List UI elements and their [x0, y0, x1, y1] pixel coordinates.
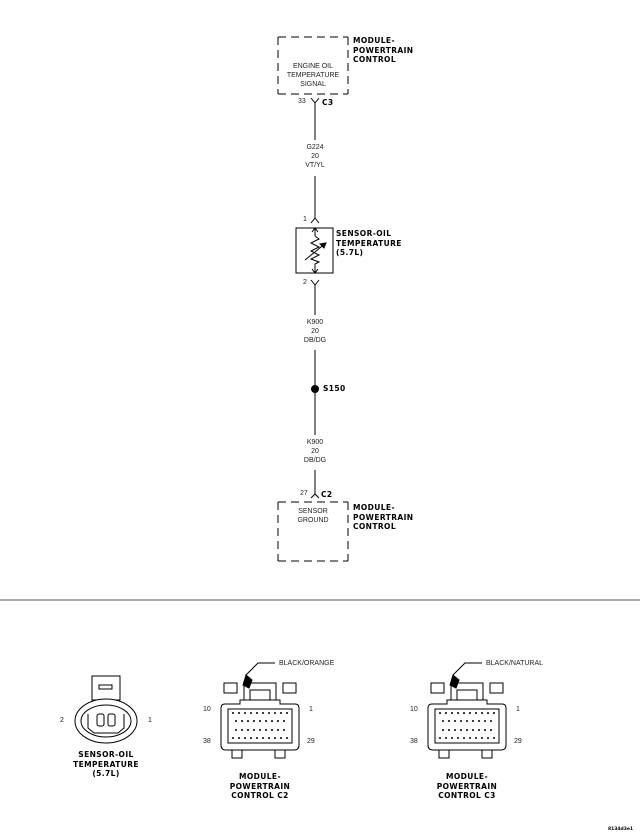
bottom-module-title-line-3: CONTROL	[353, 522, 397, 531]
top-module-title: MODULE- POWERTRAIN CONTROL	[353, 36, 413, 65]
top-connector-symbol	[310, 97, 320, 140]
figure-id: 8134d3e1	[608, 827, 634, 832]
pcm-c3-title-line-3: CONTROL C3	[438, 791, 496, 800]
wire-k900-upper-color: DB/DG	[303, 337, 327, 344]
pcm-c2-row-2	[235, 720, 285, 722]
top-module-dashed-border	[277, 36, 349, 95]
top-module-function: ENGINE OIL TEMPERATURE SIGNAL	[280, 62, 346, 89]
pcm-c3-title: MODULE- POWERTRAIN CONTROL C3	[427, 772, 507, 801]
pcm-c3-pin-38: 38	[410, 738, 418, 745]
pcm-c3-row-2	[442, 720, 492, 722]
pcm-c2-title: MODULE- POWERTRAIN CONTROL C2	[220, 772, 300, 801]
top-module-title-line-2: POWERTRAIN	[353, 45, 414, 55]
pcm-c2-pin-10: 10	[203, 706, 211, 713]
sensor-connector-title: SENSOR-OIL TEMPERATURE (5.7L)	[66, 750, 146, 779]
wire-g224-circuit: G224	[306, 144, 324, 151]
bottom-function-line-1: SENSOR	[298, 508, 328, 515]
sensor-connector-title-line-3: (5.7L)	[92, 769, 120, 778]
splice-s150-dot	[311, 385, 319, 393]
pcm-c3-row-1	[439, 712, 495, 714]
thermistor-arrowhead	[318, 242, 327, 249]
pcm-c2-pin-1: 1	[309, 706, 313, 713]
sensor-pin2-chevron	[310, 279, 320, 315]
sensor-connector-title-line-2: TEMPERATURE	[73, 759, 139, 769]
bottom-module-function: SENSOR GROUND	[285, 507, 341, 525]
pcm-c3-pin-29: 29	[514, 738, 522, 745]
pcm-c3-title-line-1: MODULE-	[446, 772, 488, 781]
top-function-line-2: TEMPERATURE	[286, 72, 340, 79]
sensor-pin1-chevron	[310, 217, 320, 224]
sensor-connector-pin-right: 1	[148, 717, 152, 724]
top-function-line-3: SIGNAL	[300, 81, 326, 88]
pcm-c3-row-4	[439, 737, 495, 739]
wire-k900-upper-circuit: K900	[306, 319, 324, 326]
pcm-c2-color-callout: BLACK/ORANGE	[279, 660, 335, 667]
sensor-connector-title-line-1: SENSOR-OIL	[78, 750, 134, 759]
pcm-c2-pin-38: 38	[203, 738, 211, 745]
pcm-c3-pin-1: 1	[516, 706, 520, 713]
wire-k900-upper-label: K900 20 DB/DG	[295, 318, 335, 345]
pcm-c3-connector-drawing	[427, 662, 507, 759]
pcm-c3-title-line-2: POWERTRAIN	[436, 781, 498, 791]
wire-g224-gauge: 20	[311, 153, 319, 160]
pcm-c3-pin-10: 10	[410, 706, 418, 713]
sensor-pin-1: 1	[303, 216, 307, 223]
sensor-title-line-2: TEMPERATURE	[336, 238, 402, 248]
wire-k900-lower-circuit: K900	[306, 439, 324, 446]
splice-label: S150	[323, 384, 346, 393]
bottom-module-title: MODULE- POWERTRAIN CONTROL	[353, 503, 413, 532]
pcm-c2-row-1	[232, 712, 288, 714]
top-module-pin-number: 33	[298, 98, 306, 105]
bottom-module-pin-number: 27	[300, 490, 308, 497]
pcm-c3-pin-grid	[439, 712, 495, 739]
pcm-c2-row-4	[232, 737, 288, 739]
pcm-c2-title-line-3: CONTROL C2	[231, 791, 289, 800]
bottom-module-title-line-1: MODULE-	[353, 503, 395, 512]
pcm-c2-pin-grid	[232, 712, 288, 739]
thermistor-symbol	[304, 227, 327, 274]
wire-k900-lower-color: DB/DG	[303, 457, 327, 464]
wire-k900-lower-gauge: 20	[311, 448, 319, 455]
pcm-c2-pin-29: 29	[307, 738, 315, 745]
sensor-connector-pin-left: 2	[60, 717, 64, 724]
sensor-title-line-1: SENSOR-OIL	[336, 229, 392, 238]
bottom-function-line-2: GROUND	[297, 517, 329, 524]
top-module-title-line-1: MODULE-	[353, 36, 395, 45]
sensor-pin-2: 2	[303, 279, 307, 286]
sensor-title-line-3: (5.7L)	[336, 248, 364, 257]
pcm-c2-title-line-2: POWERTRAIN	[229, 781, 291, 791]
wire-k900-upper-gauge: 20	[311, 328, 319, 335]
bottom-module-dashed-border	[277, 501, 349, 562]
pcm-c2-title-line-1: MODULE-	[239, 772, 281, 781]
pcm-c3-row-3	[442, 729, 492, 731]
wire-g224-label: G224 20 VT/YL	[295, 143, 335, 170]
bottom-module-connector-id: C2	[321, 490, 333, 499]
sensor-connector-drawing	[74, 675, 138, 744]
pcm-c2-connector-drawing	[220, 662, 300, 759]
top-module-title-line-3: CONTROL	[353, 55, 397, 64]
wire-g224-color: VT/YL	[305, 162, 325, 169]
pcm-c3-color-callout: BLACK/NATURAL	[486, 660, 544, 667]
top-module-connector-id: C3	[322, 98, 334, 107]
bottom-module-title-line-2: POWERTRAIN	[353, 512, 414, 522]
bottom-connector-symbol	[310, 493, 320, 499]
wire-k900-lower-label: K900 20 DB/DG	[295, 438, 335, 465]
sensor-title: SENSOR-OIL TEMPERATURE (5.7L)	[336, 229, 402, 258]
pcm-c2-row-3	[235, 729, 285, 731]
top-function-line-1: ENGINE OIL	[292, 63, 334, 70]
